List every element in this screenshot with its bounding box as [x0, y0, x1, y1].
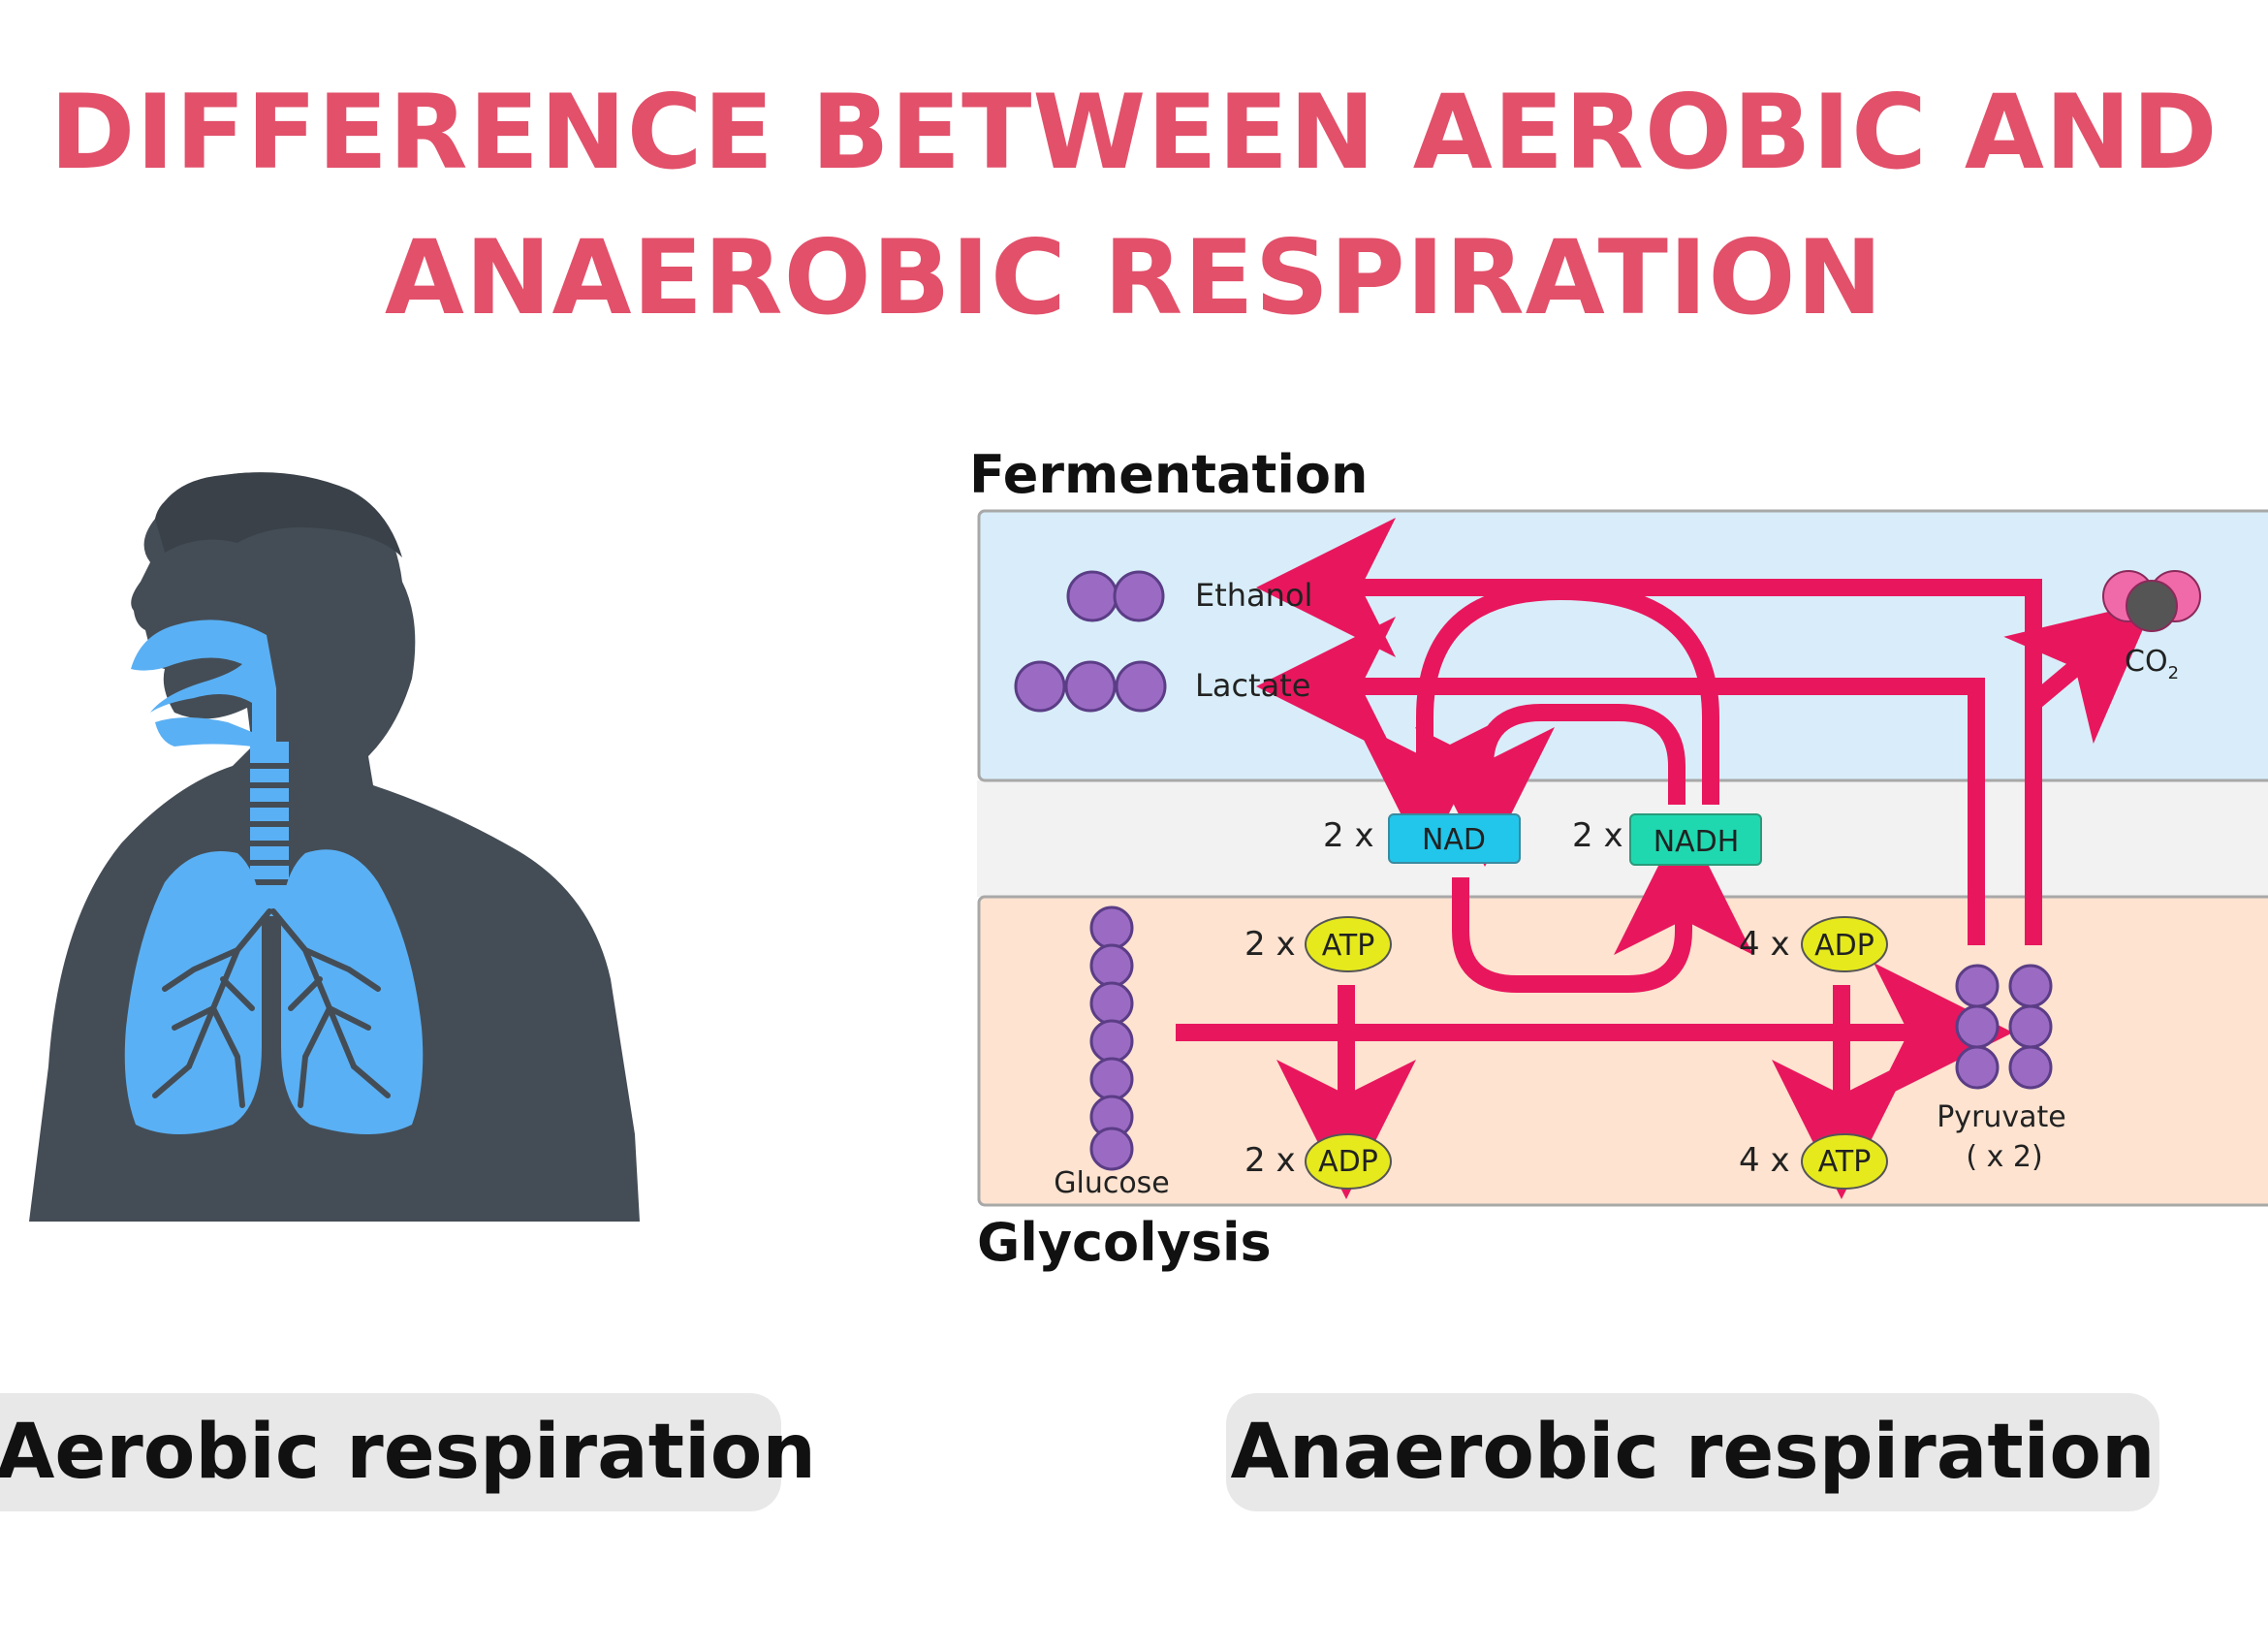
hair-shape — [155, 472, 402, 557]
page-title: DIFFERENCE BETWEEN AEROBIC AND ANAEROBIC… — [0, 60, 2268, 351]
human-respiratory-illustration — [29, 472, 640, 1222]
nad-box — [1388, 813, 1521, 864]
adp-out-oval — [1305, 1133, 1392, 1190]
lactate-label: Lactate — [1195, 667, 1310, 704]
adp-out-label: ADP — [1318, 1145, 1378, 1179]
pyruvate-to-co2-arrow — [2003, 600, 2156, 745]
ethanol-molecule — [1066, 570, 1165, 622]
glucose-molecule — [1089, 905, 1134, 1171]
pathway-arrows — [1176, 518, 2156, 1199]
atp-out-oval — [1801, 1133, 1888, 1190]
ethanol-label: Ethanol — [1195, 577, 1312, 614]
pyruvate-label: Pyruvate — [1937, 1100, 2066, 1134]
adp-in-label: ADP — [1814, 929, 1874, 963]
title-line-2: ANAEROBIC RESPIRATION — [384, 218, 1884, 337]
adp-junction — [1833, 1008, 1850, 1057]
right-lung — [281, 849, 424, 1134]
title-line-1: DIFFERENCE BETWEEN AEROBIC AND — [49, 73, 2219, 192]
glycolysis-heading: Glycolysis — [977, 1212, 1272, 1273]
left-lung — [124, 851, 262, 1134]
fermentation-heading: Fermentation — [969, 444, 1368, 505]
bronchial-tree — [152, 908, 391, 1108]
nadh-to-nad-outer-loop — [1355, 582, 1719, 862]
atp-out-label: ATP — [1818, 1145, 1872, 1179]
nasal-airway — [131, 620, 276, 747]
aerobic-respiration-label: Aerobic respiration — [0, 1393, 816, 1511]
pyruvate-count: ( x 2) — [1966, 1140, 2042, 1174]
adp-out-multiplier: 2 x — [1244, 1141, 1296, 1180]
nad-to-nadh-loop — [1452, 815, 1753, 993]
pyruvate-to-lactate-arrow — [1256, 617, 1985, 945]
atp-out-multiplier: 4 x — [1739, 1141, 1790, 1180]
adp-in-multiplier: 4 x — [1739, 925, 1790, 964]
trachea-rings — [250, 763, 289, 885]
lactate-molecule — [1014, 660, 1167, 713]
nad-label: NAD — [1422, 823, 1486, 857]
adp-in-oval — [1801, 916, 1888, 972]
co2-label: CO2 — [2125, 645, 2179, 683]
nadh-to-nad-inner-loop — [1415, 704, 1685, 867]
nadh-multiplier: 2 x — [1572, 816, 1623, 855]
atp-junction — [1338, 1008, 1355, 1057]
nadh-label: NADH — [1654, 825, 1740, 859]
mouth-airway — [155, 717, 252, 747]
atp-adp-ovals — [1305, 916, 1888, 1190]
nadh-box — [1629, 813, 1762, 866]
co2-molecule — [2102, 570, 2201, 632]
anaerobic-respiration-label: Anaerobic respiration — [1226, 1393, 2159, 1511]
glycolysis-panel — [977, 895, 2268, 1207]
atp-in-oval — [1305, 916, 1392, 972]
nad-multiplier: 2 x — [1323, 816, 1374, 855]
glucose-label: Glucose — [1054, 1166, 1170, 1200]
atp-in-label: ATP — [1322, 929, 1375, 963]
atp-in-multiplier: 2 x — [1244, 925, 1296, 964]
fermentation-panel — [977, 509, 2268, 782]
pyruvate-molecules — [1955, 964, 2053, 1090]
